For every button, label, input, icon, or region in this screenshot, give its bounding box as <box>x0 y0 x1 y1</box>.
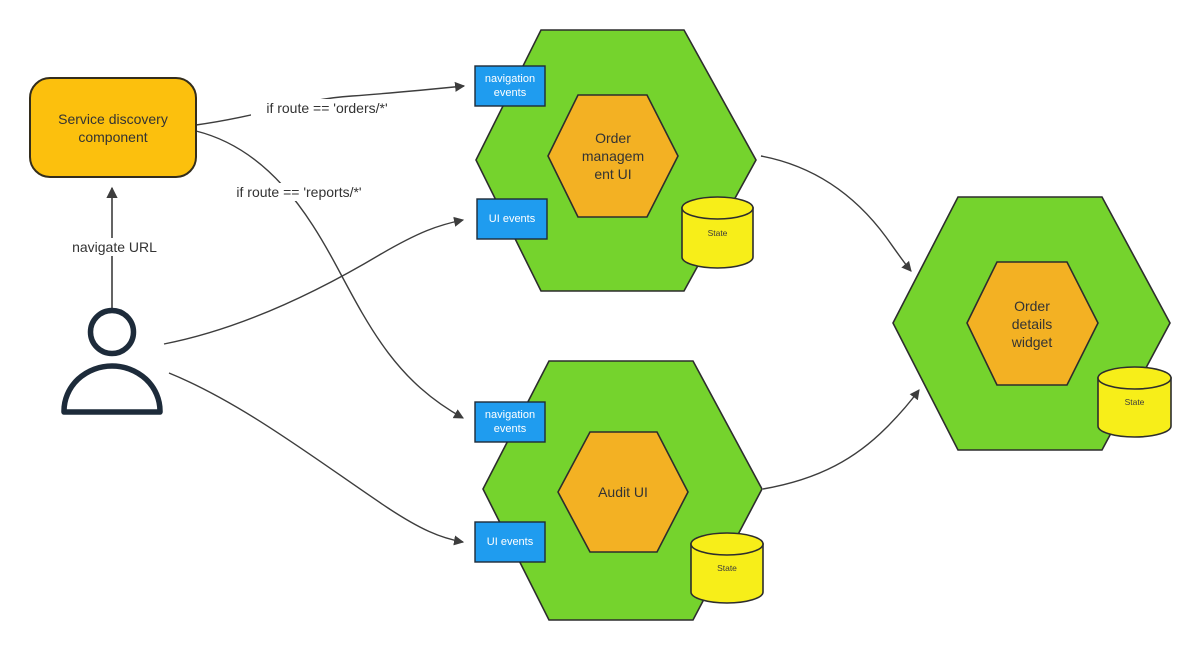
order-management-hexagon <box>547 94 679 218</box>
nav-events-top-box <box>474 65 546 107</box>
route-orders-label: if route == 'orders/*' <box>251 99 403 117</box>
edge-audit-to-order-details <box>762 389 920 490</box>
cylinder-body <box>681 207 754 269</box>
person-head <box>87 307 137 357</box>
person-icon <box>61 307 163 415</box>
cylinder-body <box>1097 377 1172 438</box>
state-cylinder-right <box>1097 366 1172 438</box>
ui-events-bottom-box <box>474 521 546 563</box>
nav-events-bottom-box <box>474 401 546 443</box>
route-reports-label: if route == 'reports/*' <box>222 183 376 201</box>
person-body <box>61 363 163 415</box>
audit-hexagon <box>557 431 689 553</box>
navigate-url-label: navigate URL <box>64 238 165 256</box>
ui-events-top-box <box>476 198 548 240</box>
service-discovery-node <box>29 77 197 178</box>
state-cylinder-top <box>681 196 754 269</box>
cylinder-body <box>690 543 764 604</box>
order-details-hexagon <box>966 261 1099 386</box>
cylinder-top <box>681 196 754 220</box>
cylinder-top <box>690 532 764 556</box>
edge-user-to-ui-events-bottom <box>168 372 465 546</box>
edge-route-orders <box>195 81 466 126</box>
edge-order-management-to-order-details <box>760 155 912 272</box>
cylinder-top <box>1097 366 1172 390</box>
edge-route-reports <box>195 130 464 419</box>
edge-user-to-ui-events-top <box>163 216 465 345</box>
state-cylinder-bottom <box>690 532 764 604</box>
